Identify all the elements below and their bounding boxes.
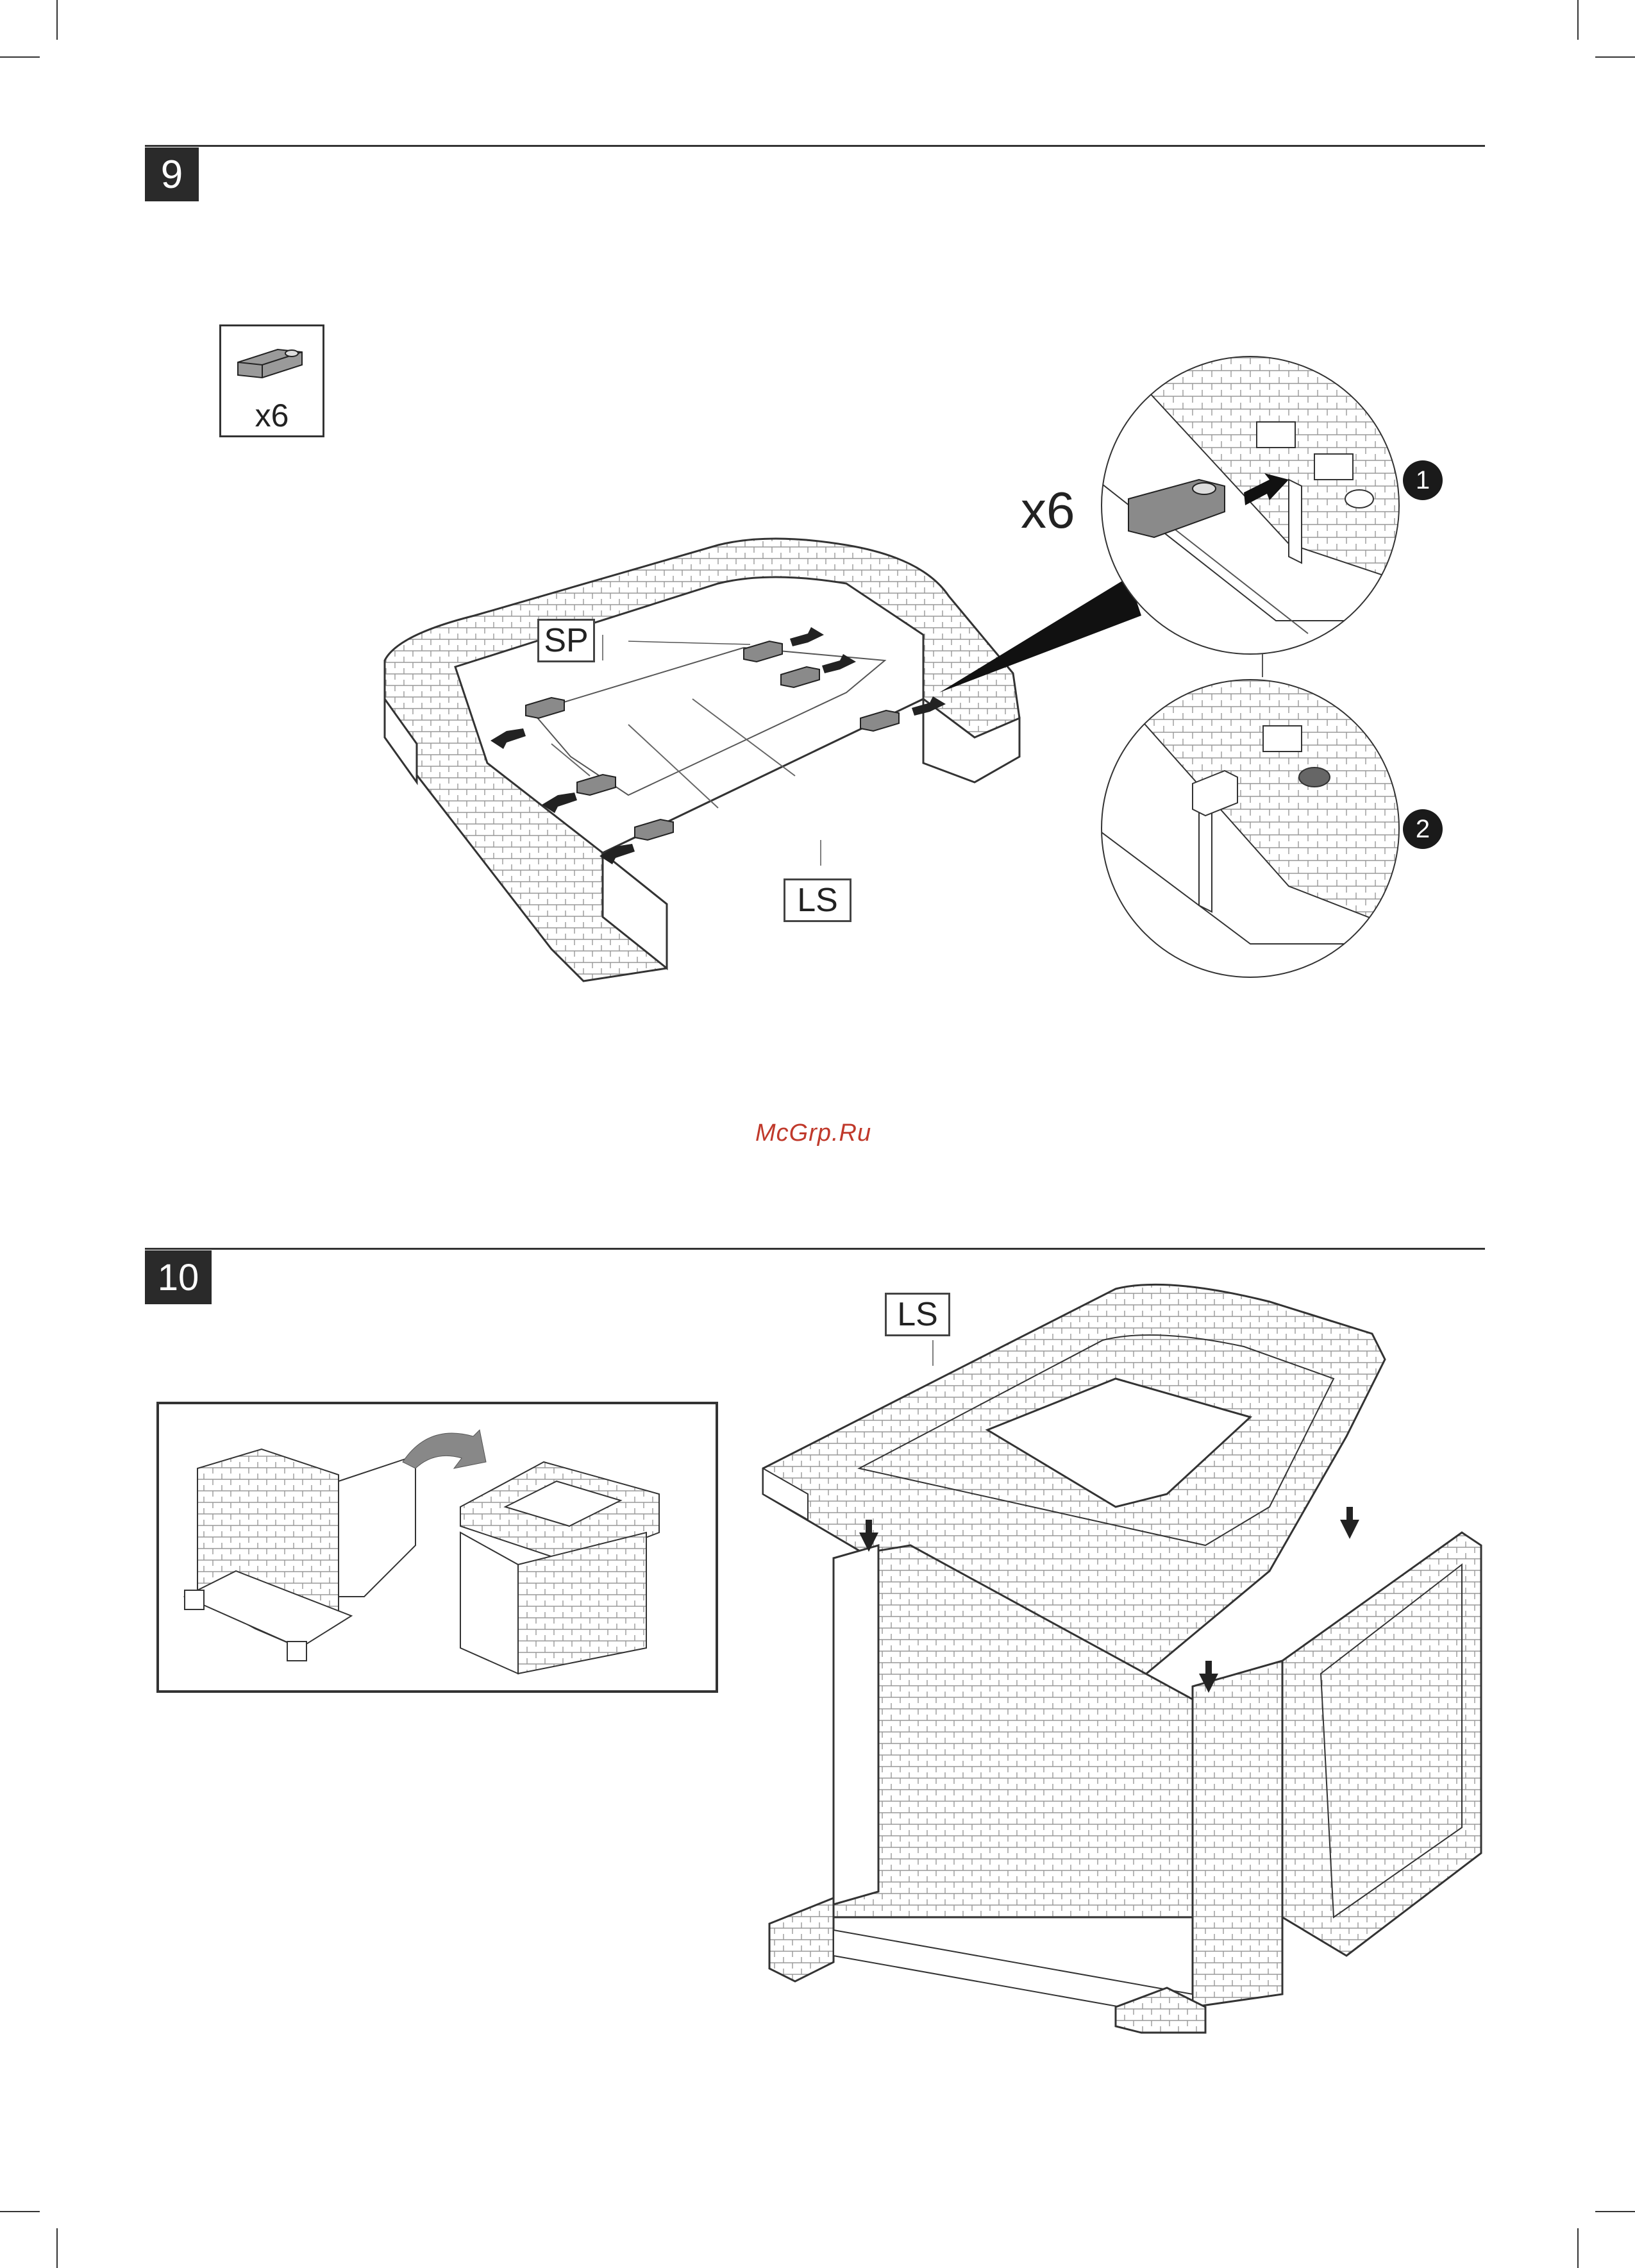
step-9-number: 9 [145,147,199,201]
step-10-number: 10 [145,1250,212,1304]
detail-marker-2: 2 [1403,809,1443,849]
crop-mark [0,2211,40,2212]
label-sp: SP [537,619,595,662]
crop-mark [1577,0,1579,40]
detail-marker-1: 1 [1403,460,1443,500]
flip-inset [156,1402,718,1693]
detail-circle-2 [1096,675,1404,982]
watermark: McGrp.Ru [755,1120,871,1147]
crop-mark [1595,56,1635,58]
seat-frame-illustration [359,507,1128,994]
crop-mark [0,56,40,58]
label-ls: LS [784,878,851,922]
crop-mark [1595,2211,1635,2212]
clip-part-icon [233,338,310,383]
crop-mark [56,0,58,40]
crop-mark [1577,2228,1579,2268]
parts-box: x6 [219,324,324,437]
detail-circle-1 [1096,351,1404,659]
step-10-rule [145,1248,1485,1250]
flip-arrow-icon [403,1430,486,1468]
cabinet-assembly-illustration [757,1276,1500,2033]
detail-connector [1262,654,1263,677]
crop-mark [56,2228,58,2268]
step-9-rule [145,145,1485,147]
flip-inset-illustration [159,1404,716,1690]
parts-quantity: x6 [221,397,323,434]
